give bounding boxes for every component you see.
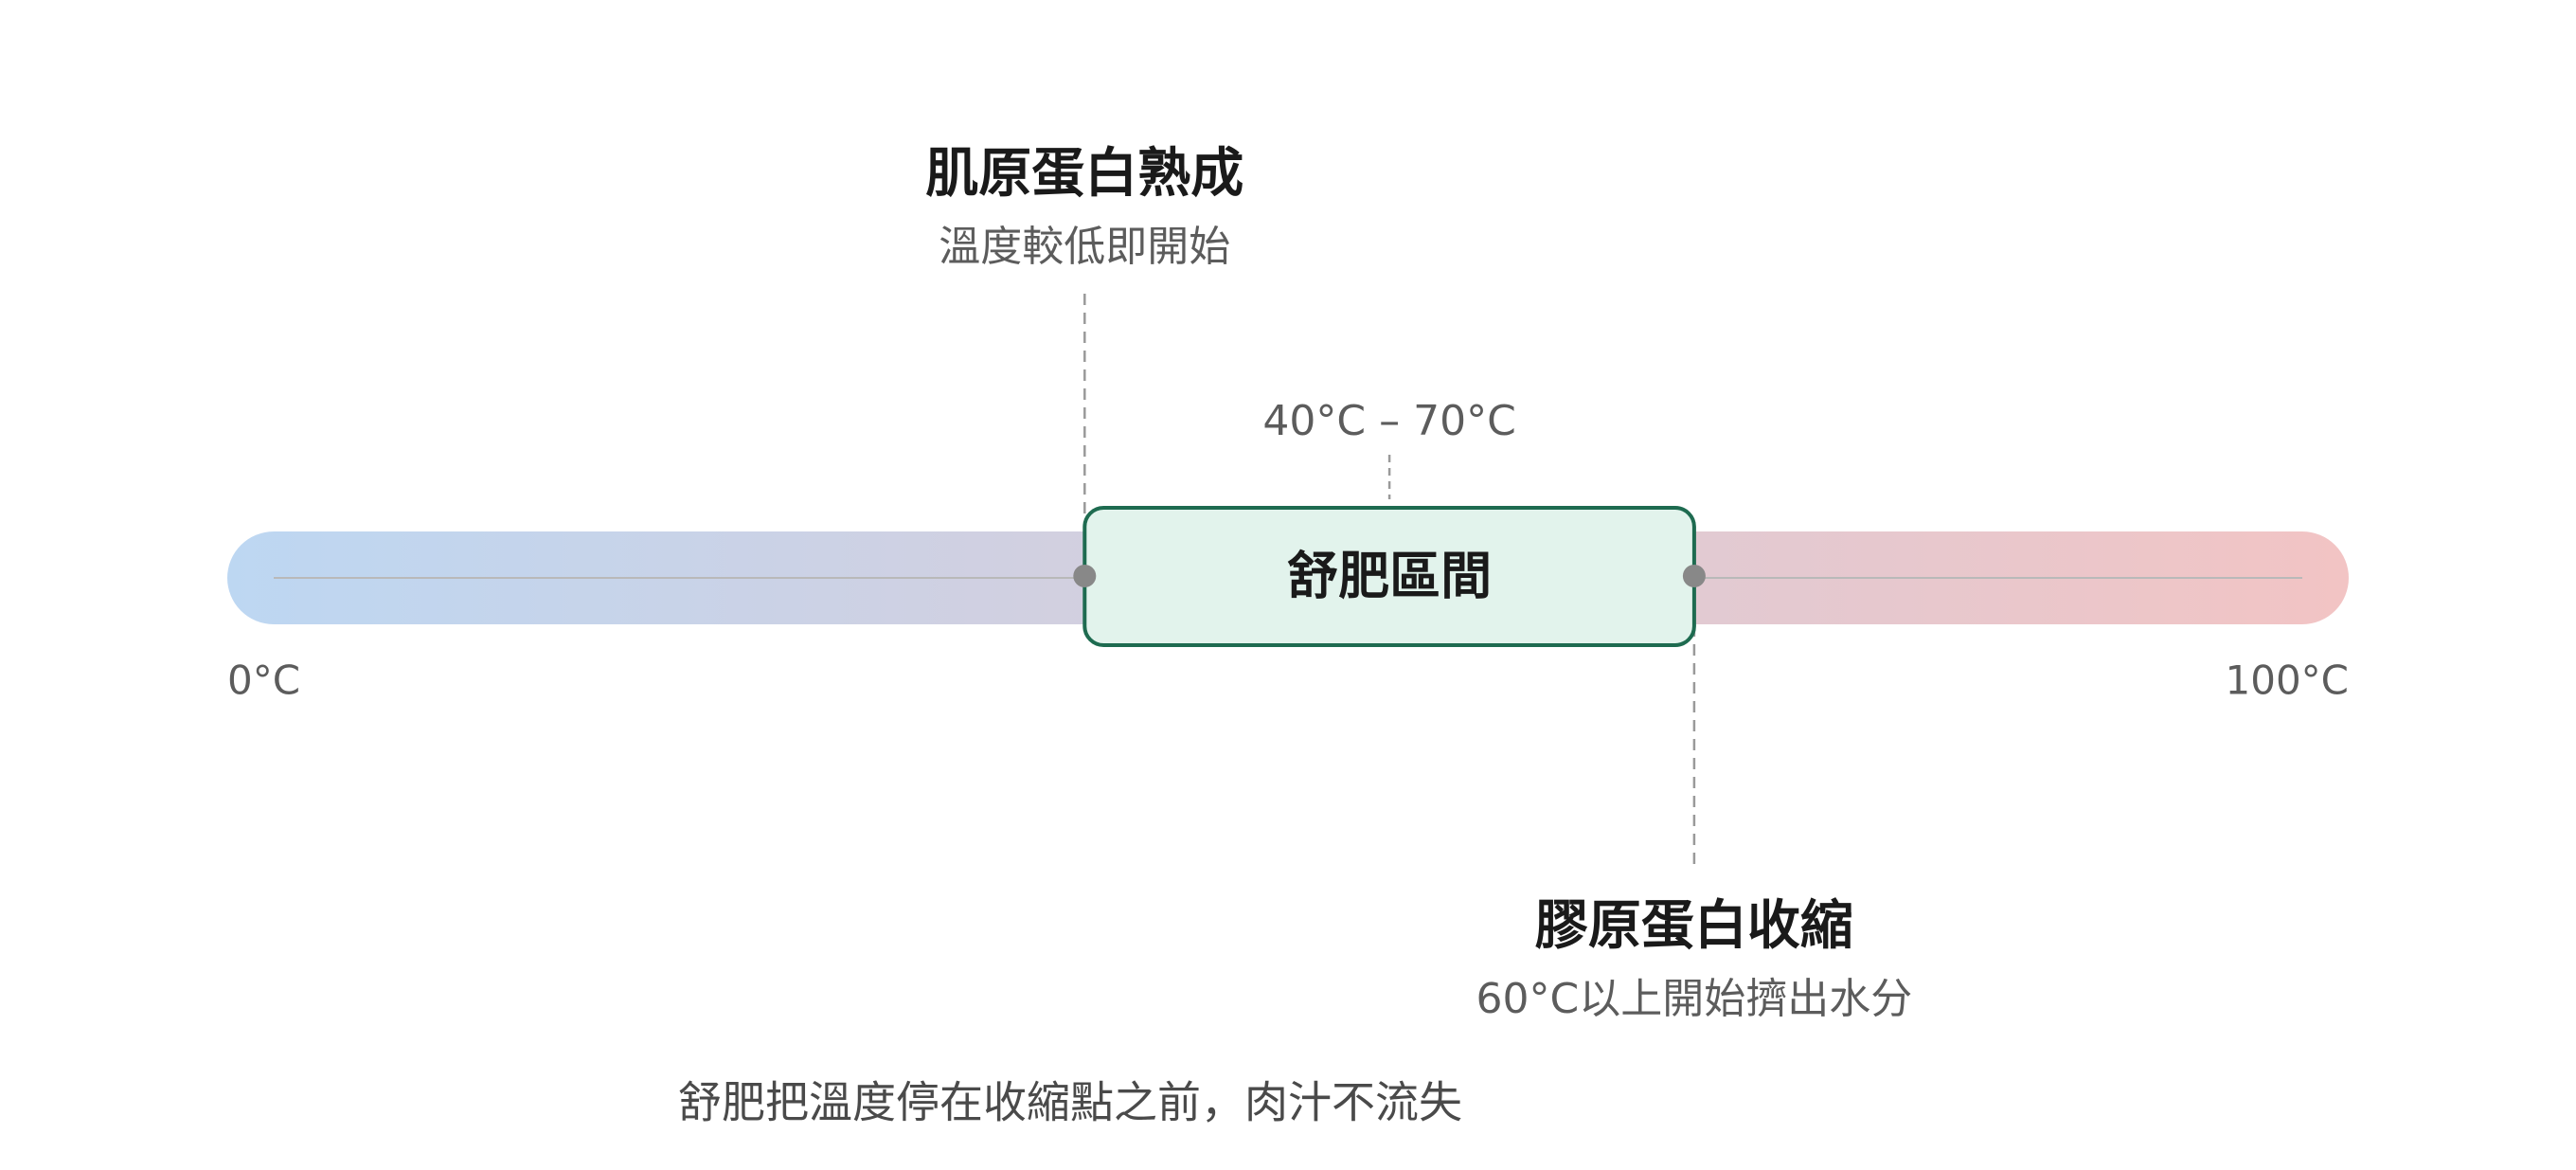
zone-start-marker	[1073, 565, 1097, 587]
scale-max-label: 100°C	[2226, 657, 2350, 704]
diagram-caption: 舒肥把溫度停在收縮點之前，肉汁不流失	[678, 1077, 1462, 1128]
zone-end-marker	[1682, 565, 1706, 587]
collagen-callout-subtitle: 60°C以上開始擠出水分	[1476, 975, 1913, 1023]
myosin-callout-subtitle: 溫度較低即開始	[939, 223, 1230, 271]
sous-vide-zone-label: 舒肥區間	[1287, 547, 1492, 606]
myosin-callout-title: 肌原蛋白熟成	[925, 143, 1243, 205]
zone-range-label: 40°C – 70°C	[1262, 397, 1515, 445]
collagen-callout-title: 膠原蛋白收縮	[1535, 895, 1853, 957]
scale-min-label: 0°C	[227, 657, 300, 704]
